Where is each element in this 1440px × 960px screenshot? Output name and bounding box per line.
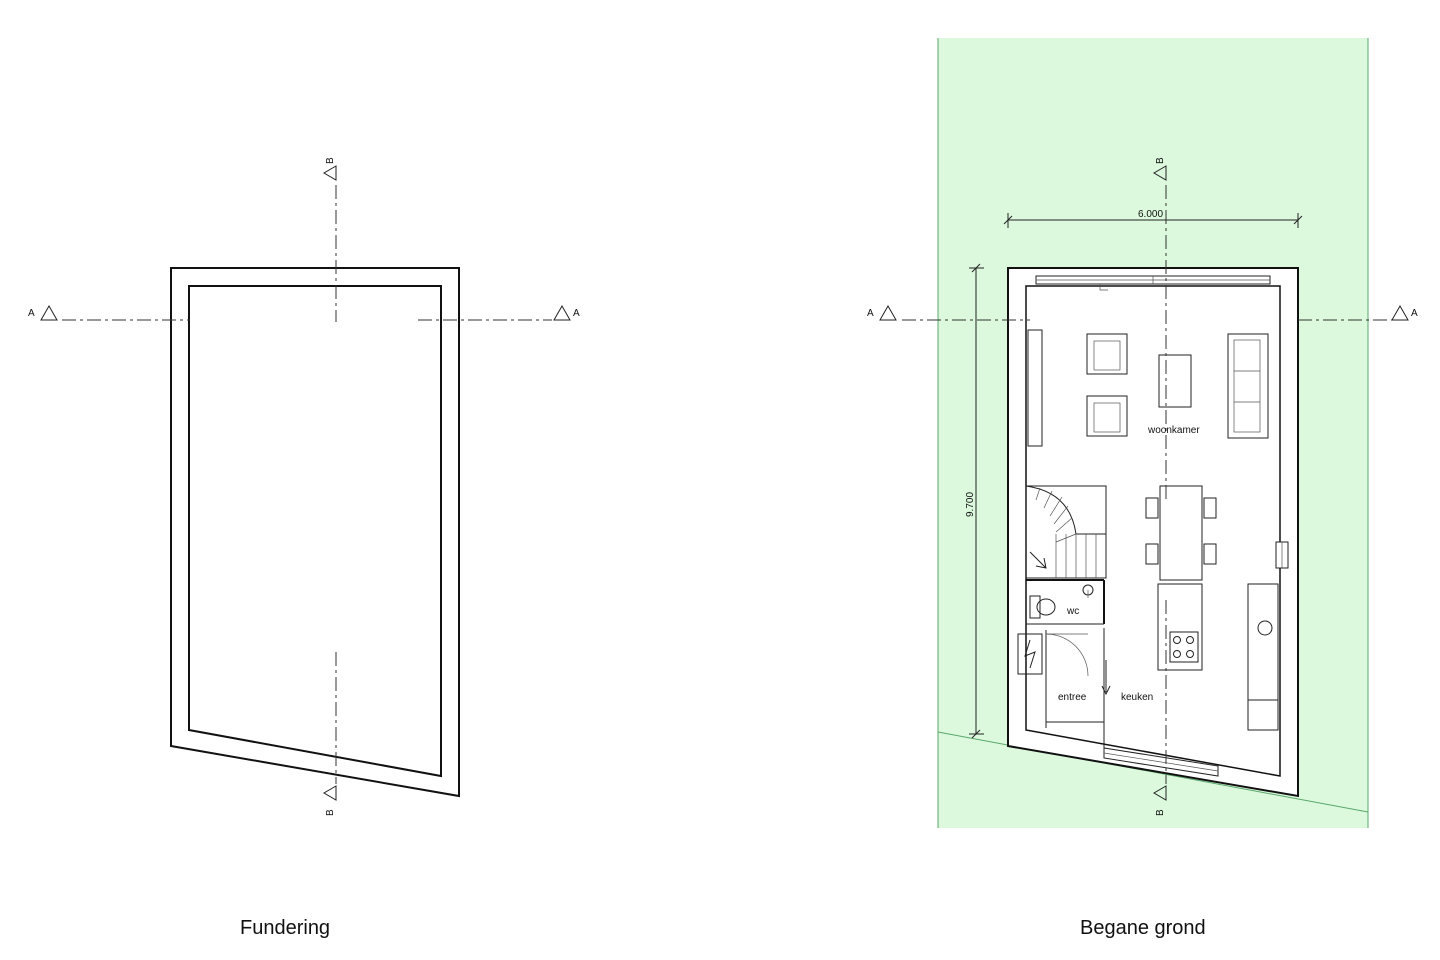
- coffee-table: [1158, 354, 1192, 408]
- kitchen-counter: [1247, 583, 1279, 731]
- section-label: B: [1155, 809, 1166, 816]
- dimension-depth-value: 9.700: [965, 492, 976, 517]
- section-label: B: [325, 157, 336, 164]
- section-marker-b-top: B: [323, 157, 337, 181]
- dimension-width: 6.000: [1003, 209, 1303, 228]
- armchair-top: [1086, 333, 1128, 375]
- room-label-living: woonkamer: [1147, 425, 1200, 436]
- section-marker-b-bottom: B: [1153, 785, 1167, 816]
- section-label: A: [28, 308, 35, 319]
- foundation-plan: A A B B Fundering: [28, 157, 580, 939]
- front-glazing: [1103, 747, 1219, 777]
- section-marker-a-left: A: [28, 304, 58, 321]
- section-label: B: [325, 809, 336, 816]
- section-marker-b-bottom: B: [323, 785, 337, 816]
- staircase: [1025, 485, 1107, 579]
- section-marker-a-right: A: [553, 304, 580, 321]
- dining-table: [1145, 485, 1217, 581]
- room-label-toilet: wc: [1066, 606, 1079, 617]
- dimension-width-value: 6.000: [1138, 209, 1163, 220]
- section-label: A: [867, 308, 874, 319]
- ground-floor-plan: woonkamer: [867, 38, 1418, 939]
- side-window: [1275, 541, 1289, 569]
- entrance-hall: [1017, 628, 1111, 752]
- plan-title: Begane grond: [1080, 917, 1206, 939]
- sofa: [1227, 333, 1269, 439]
- section-marker-a-right: A: [1391, 304, 1418, 321]
- section-marker-b-top: B: [1153, 157, 1167, 181]
- section-marker-a-left: A: [867, 304, 897, 321]
- toilet-room: [1026, 579, 1105, 625]
- rear-window: [1035, 275, 1271, 291]
- section-label: A: [573, 308, 580, 319]
- house-inner-wall: [1025, 285, 1281, 777]
- room-label-kitchen: keuken: [1121, 692, 1153, 703]
- sideboard: [1027, 329, 1043, 447]
- foundation-inner-wall: [188, 285, 442, 778]
- dimension-depth: 9.700: [965, 263, 984, 739]
- section-label: B: [1155, 157, 1166, 164]
- kitchen-island: [1157, 583, 1203, 671]
- room-label-hall: entree: [1058, 692, 1087, 703]
- armchair-bottom: [1086, 395, 1128, 437]
- section-label: A: [1411, 308, 1418, 319]
- plan-title: Fundering: [240, 917, 330, 939]
- foundation-outer-wall: [170, 267, 460, 798]
